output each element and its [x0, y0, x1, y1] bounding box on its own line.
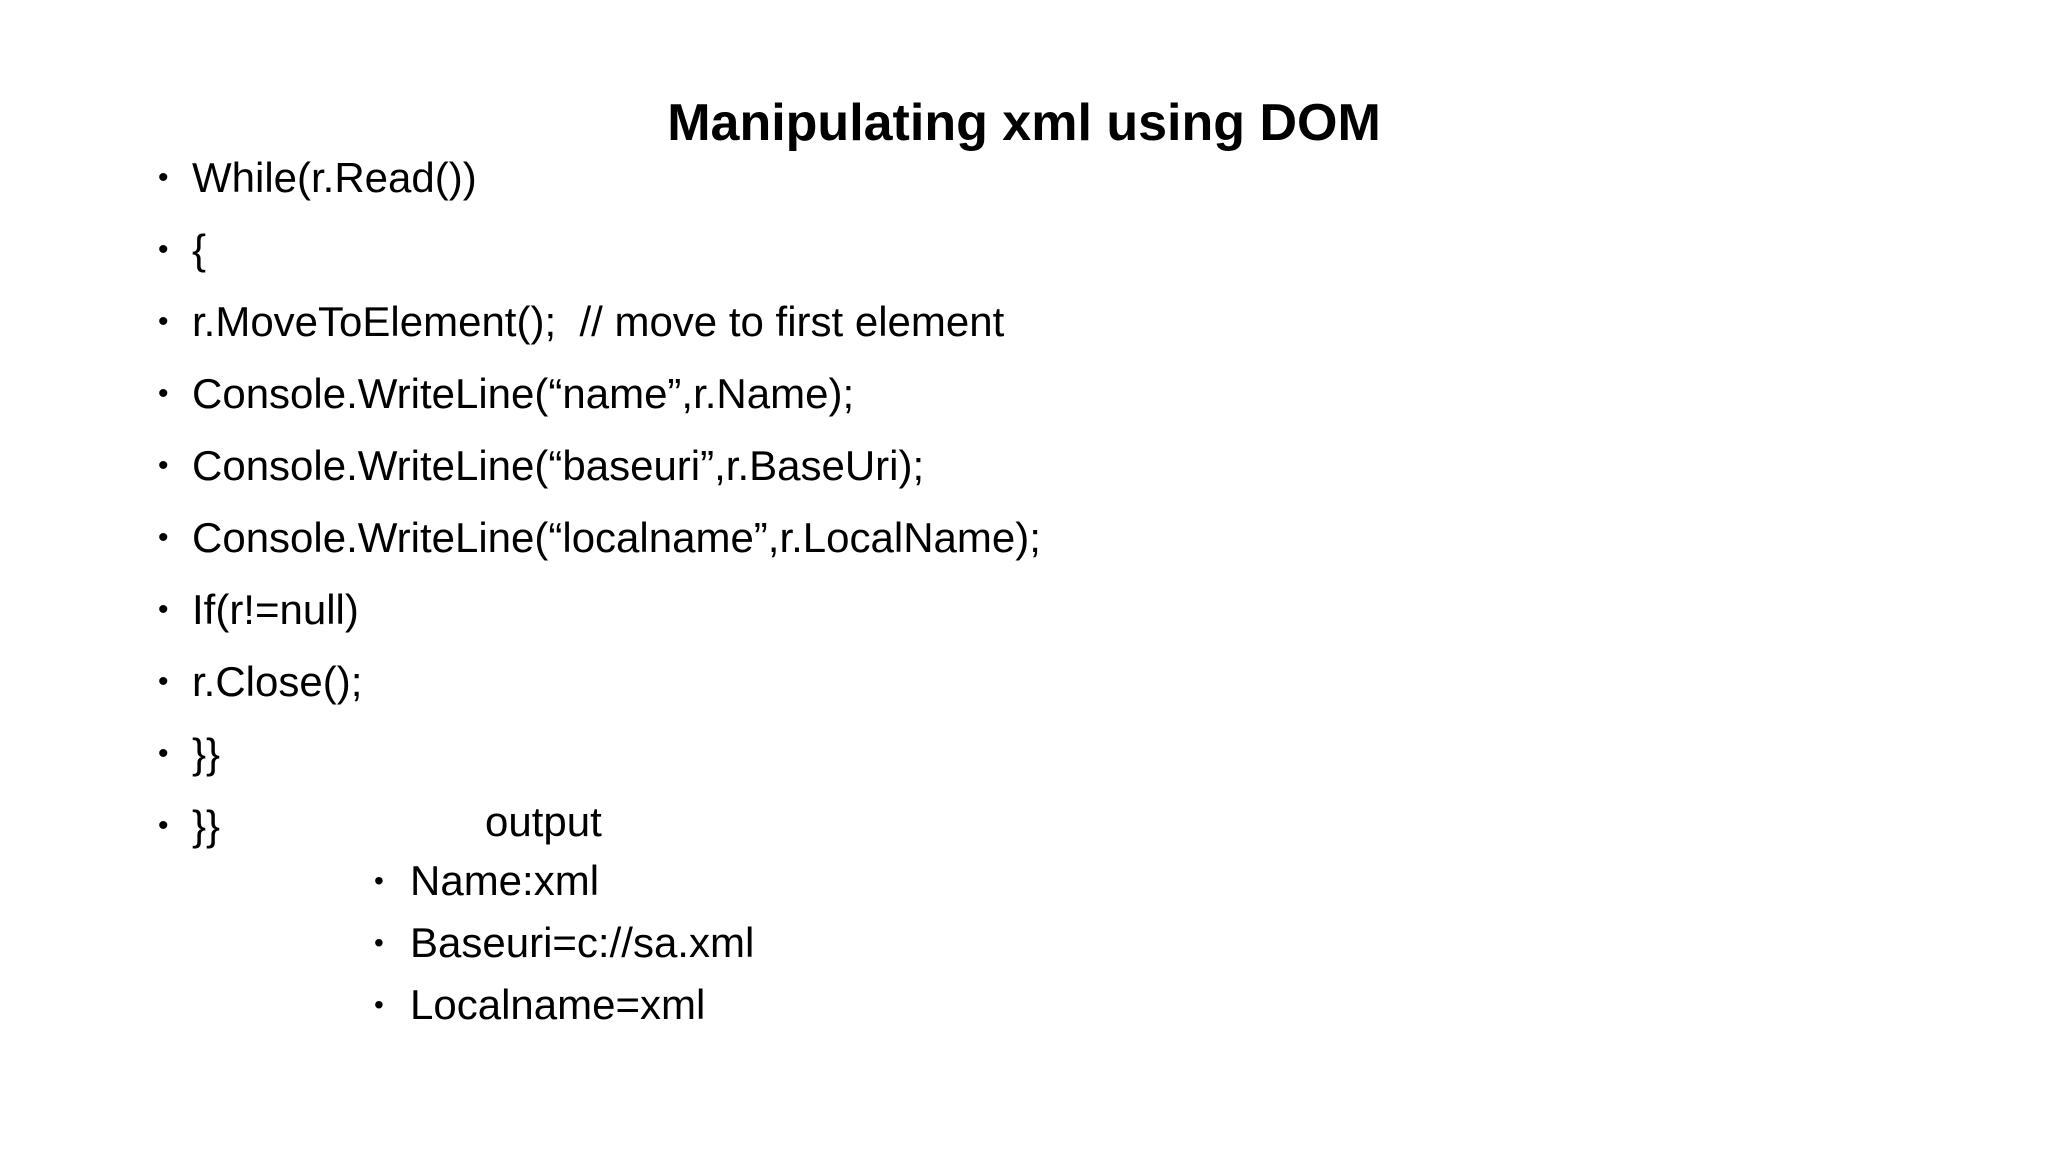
- output-bullet-item: • Localname=xml: [374, 974, 754, 1036]
- code-bullet-item: • While(r.Read()): [158, 142, 1041, 214]
- code-line: {: [192, 226, 207, 273]
- bullet-dot-icon: •: [158, 665, 169, 698]
- output-line: Localname=xml: [410, 981, 706, 1028]
- code-bullet-item: •}}: [158, 718, 1041, 790]
- code-bullet-list: •While(r.Read()) •{ •r.MoveToElement(); …: [158, 142, 1041, 862]
- bullet-dot-icon: •: [158, 377, 169, 410]
- output-bullet-item: • Baseuri=c://sa.xml: [374, 912, 754, 974]
- code-line: }}: [192, 802, 221, 849]
- code-bullet-item: • r.Close();: [158, 646, 1041, 718]
- code-line: While(r.Read()): [192, 154, 477, 201]
- code-bullet-item: • Console.WriteLine(“localname”,r.LocalNa…: [158, 502, 1041, 574]
- bullet-dot-icon: •: [374, 927, 384, 958]
- code-line: Console.WriteLine(“baseuri”,r.BaseUri);: [192, 442, 925, 489]
- code-bullet-item: • Console.WriteLine(“name”,r.Name);: [158, 358, 1041, 430]
- code-bullet-item: •{: [158, 214, 1041, 286]
- bullet-dot-icon: •: [374, 989, 384, 1020]
- code-bullet-item: • Console.WriteLine(“baseuri”,r.BaseUri);: [158, 430, 1041, 502]
- output-bullet-list: • Name:xml • Baseuri=c://sa.xml • Localname…: [374, 850, 754, 1036]
- output-bullet-item: • Name:xml: [374, 850, 754, 912]
- output-line: Baseuri=c://sa.xml: [410, 919, 755, 966]
- bullet-dot-icon: •: [158, 593, 169, 626]
- bullet-dot-icon: •: [158, 521, 169, 554]
- bullet-dot-icon: •: [158, 809, 169, 842]
- code-bullet-item: • r.MoveToElement(); // move to first ele…: [158, 286, 1041, 358]
- bullet-dot-icon: •: [158, 233, 169, 266]
- code-bullet-item: •}}: [158, 790, 1041, 862]
- bullet-dot-icon: •: [158, 161, 169, 194]
- bullet-dot-icon: •: [158, 449, 169, 482]
- code-line: Console.WriteLine(“localname”,r.LocalNam…: [192, 514, 1041, 561]
- slide-title: Manipulating xml using DOM: [667, 94, 1381, 152]
- output-line: Name:xml: [410, 857, 600, 904]
- code-bullet-item: • If(r!=null): [158, 574, 1041, 646]
- code-line: Console.WriteLine(“name”,r.Name);: [192, 370, 855, 417]
- code-line: If(r!=null): [192, 586, 359, 633]
- bullet-dot-icon: •: [374, 865, 384, 896]
- code-line: r.MoveToElement(); // move to first elem…: [192, 298, 1005, 345]
- bullet-dot-icon: •: [158, 305, 169, 338]
- bullet-dot-icon: •: [158, 737, 169, 770]
- code-line: r.Close();: [192, 658, 363, 705]
- output-label: output: [485, 798, 602, 845]
- code-line: }}: [192, 730, 221, 777]
